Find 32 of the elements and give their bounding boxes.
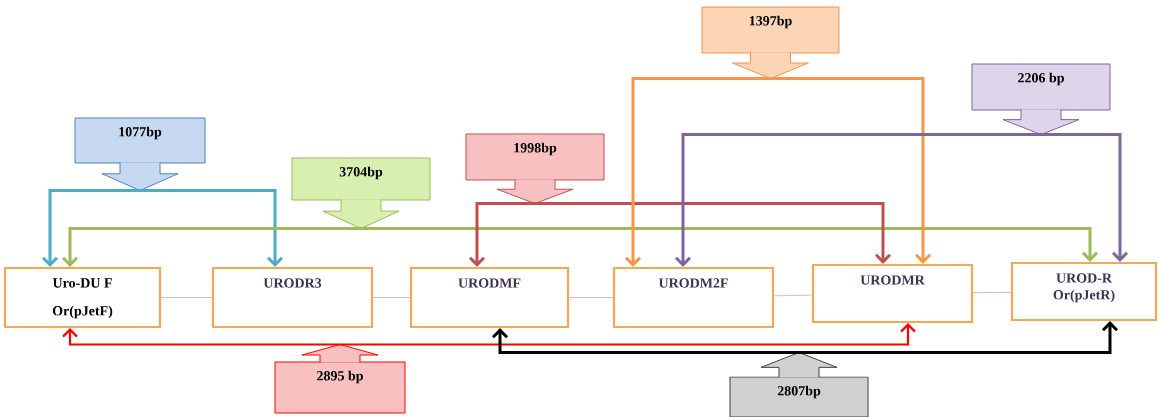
- connector-line: [160, 297, 213, 298]
- primer-box: URODMF: [409, 266, 570, 329]
- size-callout: 2807bp: [729, 352, 869, 417]
- bracket-arrow: [61, 227, 361, 267]
- bracket-arrow: [468, 202, 535, 267]
- size-callout: 3704bp: [291, 157, 431, 229]
- bracket-arrow: [140, 189, 284, 267]
- connector-line: [372, 297, 411, 298]
- bracket-arrow: [1041, 133, 1129, 262]
- size-callout: 1397bp: [701, 6, 840, 79]
- bracket-arrow: [674, 133, 1041, 267]
- primer-box: URODMR: [811, 263, 974, 324]
- bracket-arrow: [535, 202, 892, 264]
- connector-line: [568, 297, 614, 298]
- connector-line: [773, 294, 813, 297]
- bracket-arrow: [624, 77, 771, 267]
- bracket-arrow: [491, 328, 799, 354]
- bracket-arrow: [62, 328, 340, 346]
- primer-box: URODM2F: [612, 266, 775, 329]
- connector-line: [972, 291, 1012, 293]
- primer-box: URODR3: [211, 266, 374, 329]
- size-callout: 2895 bp: [274, 344, 406, 414]
- primer-box: UROD-R Or(pJetR): [1010, 261, 1158, 322]
- bracket-arrow: [770, 77, 932, 264]
- bracket-arrow: [340, 323, 916, 346]
- bracket-arrow: [361, 227, 1099, 262]
- primer-box: Uro-DU F Or(pJetF): [3, 266, 162, 329]
- size-callout: 1998bp: [465, 133, 605, 204]
- bracket-arrow: [41, 189, 140, 267]
- size-callout: 2206 bp: [971, 63, 1111, 135]
- size-callout: 1077bp: [74, 117, 206, 191]
- bracket-arrow: [799, 321, 1119, 354]
